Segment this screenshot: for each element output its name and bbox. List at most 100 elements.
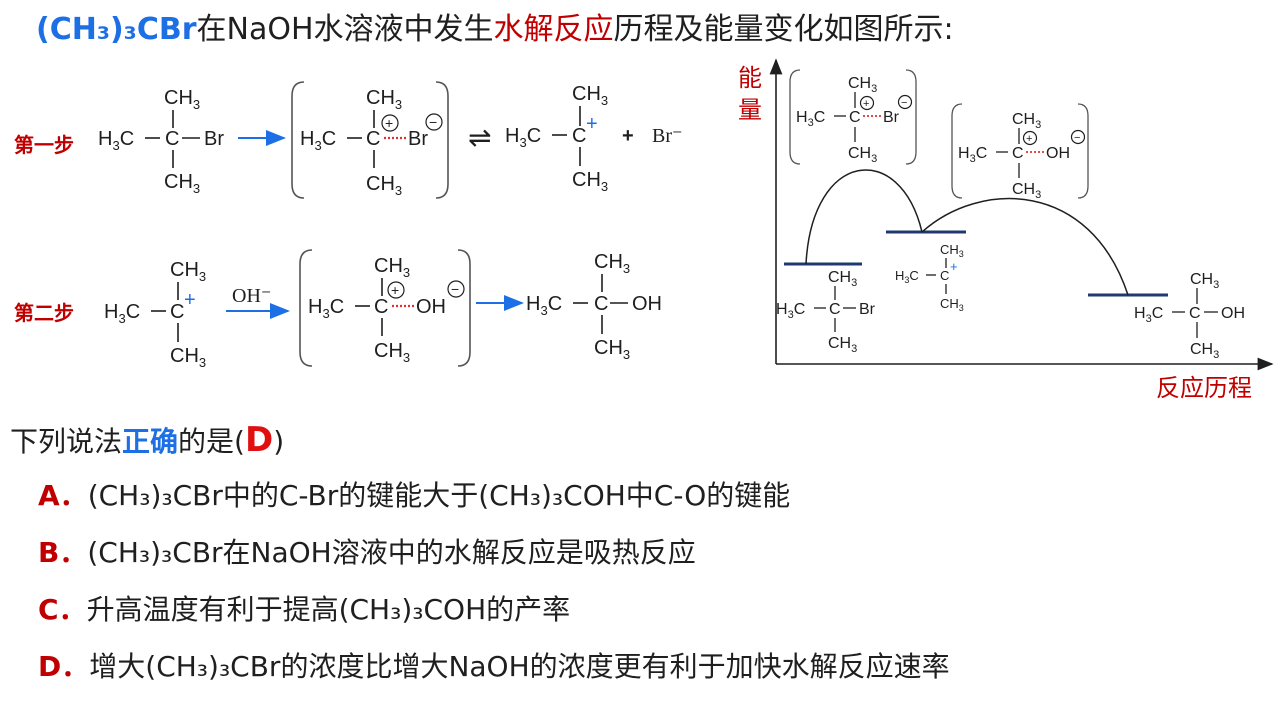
- question-suffix: 的是(: [178, 425, 245, 458]
- y-axis-label-2: 量: [738, 97, 762, 124]
- svg-text:CH3: CH3: [594, 337, 630, 362]
- option-a[interactable]: A．(CH₃)₃CBr中的C-Br的键能大于(CH₃)₃COH中C-O的键能: [38, 479, 791, 512]
- option-a-text: (CH₃)₃CBr中的C-Br的键能大于(CH₃)₃COH中C-O的键能: [87, 479, 791, 512]
- tert-butyl-bromide: CH3 H3C C Br CH3: [98, 87, 224, 196]
- question-prefix: 下列说法: [10, 425, 123, 458]
- intermediate-small: CH3 H3C C + CH3: [895, 242, 964, 313]
- x-axis-label: 反应历程: [1156, 375, 1252, 402]
- hydroxide-reagent: OH⁻: [232, 285, 271, 307]
- svg-text:Br: Br: [408, 128, 428, 150]
- svg-text:C: C: [170, 301, 184, 323]
- svg-text:H3C: H3C: [300, 128, 336, 153]
- option-d[interactable]: D．增大(CH₃)₃CBr的浓度比增大NaOH的浓度更有利于加快水解反应速率: [38, 650, 950, 683]
- svg-text:OH: OH: [416, 296, 446, 318]
- energy-curve-1: [805, 169, 923, 265]
- svg-text:CH3: CH3: [374, 340, 410, 365]
- svg-text:C: C: [374, 296, 388, 318]
- svg-text:OH: OH: [1046, 145, 1070, 162]
- svg-text:CH3: CH3: [170, 259, 206, 284]
- title-text-2: 历程及能量变化如图所示:: [613, 12, 954, 47]
- svg-text:H3C: H3C: [505, 125, 541, 150]
- svg-text:−: −: [429, 114, 437, 130]
- svg-text:CH3: CH3: [572, 169, 608, 194]
- step1-label: 第一步: [14, 133, 74, 157]
- svg-text:H3C: H3C: [1134, 305, 1163, 325]
- svg-text:Br: Br: [859, 301, 876, 318]
- svg-text:CH3: CH3: [164, 171, 200, 196]
- svg-text:+: +: [586, 113, 598, 135]
- option-c-letter: C: [38, 593, 59, 626]
- svg-text:+: +: [863, 98, 869, 110]
- svg-text:CH3: CH3: [594, 251, 630, 276]
- svg-text:Br: Br: [883, 109, 900, 126]
- svg-text:CH3: CH3: [940, 296, 964, 313]
- svg-text:Br: Br: [204, 128, 224, 150]
- option-b[interactable]: B．(CH₃)₃CBr在NaOH溶液中的水解反应是吸热反应: [38, 536, 696, 569]
- svg-text:CH3: CH3: [366, 87, 402, 112]
- svg-text:C: C: [1189, 305, 1201, 322]
- ts2-small: CH3 H3C C + OH − CH3: [951, 103, 1089, 201]
- svg-text:H3C: H3C: [796, 109, 825, 129]
- svg-text:+: +: [1026, 133, 1032, 145]
- svg-text:C: C: [165, 128, 179, 150]
- page-title: (CH₃)₃CBr在NaOH水溶液中发生水解反应历程及能量变化如图所示:: [36, 8, 954, 52]
- option-d-letter: D: [38, 650, 62, 683]
- svg-text:H3C: H3C: [308, 296, 344, 321]
- svg-text:−: −: [901, 97, 907, 109]
- svg-text:H3C: H3C: [98, 128, 134, 153]
- equilibrium-arrow: ⇌: [468, 122, 491, 153]
- svg-text:CH3: CH3: [1190, 271, 1219, 291]
- svg-text:CH3: CH3: [366, 173, 402, 198]
- option-b-text: (CH₃)₃CBr在NaOH溶液中的水解反应是吸热反应: [87, 536, 696, 569]
- energy-curve-2: [921, 197, 1129, 296]
- tert-butanol: CH3 H3C C OH CH3: [526, 251, 662, 362]
- energy-diagram: 能 量 反应历程 CH3 H3C C + Br − CH3: [738, 58, 1274, 402]
- bromide-ion: Br⁻: [652, 125, 683, 147]
- svg-text:H3C: H3C: [895, 268, 919, 285]
- svg-text:H3C: H3C: [958, 145, 987, 165]
- svg-text:+: +: [950, 259, 958, 274]
- answer-letter: D: [244, 420, 274, 460]
- step2-label: 第二步: [14, 301, 74, 325]
- plus-sign: +: [622, 125, 634, 147]
- option-c[interactable]: C．升高温度有利于提高(CH₃)₃COH的产率: [38, 593, 571, 626]
- mechanism-diagram: 第一步 CH3 H3C C Br CH3 CH3 H3C C + Br − CH…: [14, 58, 1274, 402]
- svg-text:CH3: CH3: [828, 335, 857, 355]
- reactant-small: CH3 H3C C Br CH3: [776, 269, 876, 355]
- svg-text:+: +: [385, 115, 393, 131]
- transition-state-1: CH3 H3C C + Br − CH3: [291, 81, 449, 199]
- svg-text:CH3: CH3: [1012, 181, 1041, 201]
- svg-text:CH3: CH3: [170, 345, 206, 370]
- question-line: 下列说法正确的是(D): [10, 418, 284, 462]
- svg-text:C: C: [1012, 145, 1024, 162]
- svg-text:CH3: CH3: [848, 75, 877, 95]
- svg-text:OH: OH: [1221, 305, 1245, 322]
- svg-text:CH3: CH3: [848, 145, 877, 165]
- transition-state-2: CH3 H3C C + OH − CH3: [299, 249, 471, 367]
- svg-text:+: +: [391, 282, 399, 298]
- svg-text:CH3: CH3: [940, 242, 964, 259]
- svg-text:CH3: CH3: [164, 87, 200, 112]
- svg-text:H3C: H3C: [776, 301, 805, 321]
- svg-text:+: +: [184, 289, 196, 311]
- title-highlight: 水解反应: [493, 12, 614, 47]
- svg-text:H3C: H3C: [526, 293, 562, 318]
- option-d-text: 增大(CH₃)₃CBr的浓度比增大NaOH的浓度更有利于加快水解反应速率: [89, 650, 950, 683]
- svg-text:CH3: CH3: [572, 83, 608, 108]
- svg-text:C: C: [594, 293, 608, 315]
- title-text-1: 在NaOH水溶液中发生: [196, 12, 494, 47]
- option-c-text: 升高温度有利于提高(CH₃)₃COH的产率: [86, 593, 571, 626]
- svg-text:CH3: CH3: [374, 255, 410, 280]
- svg-text:C: C: [940, 268, 949, 283]
- svg-text:CH3: CH3: [1012, 111, 1041, 131]
- carbocation-1: CH3 H3C C + CH3: [505, 83, 608, 194]
- svg-text:H3C: H3C: [104, 301, 140, 326]
- product-small: CH3 H3C C OH CH3: [1134, 271, 1245, 361]
- option-b-letter: B: [38, 536, 60, 569]
- svg-text:−: −: [451, 281, 459, 297]
- svg-text:−: −: [1074, 132, 1080, 144]
- question-close: ): [273, 425, 285, 458]
- svg-text:C: C: [366, 128, 380, 150]
- question-emphasis: 正确: [122, 425, 179, 458]
- svg-text:C: C: [849, 109, 861, 126]
